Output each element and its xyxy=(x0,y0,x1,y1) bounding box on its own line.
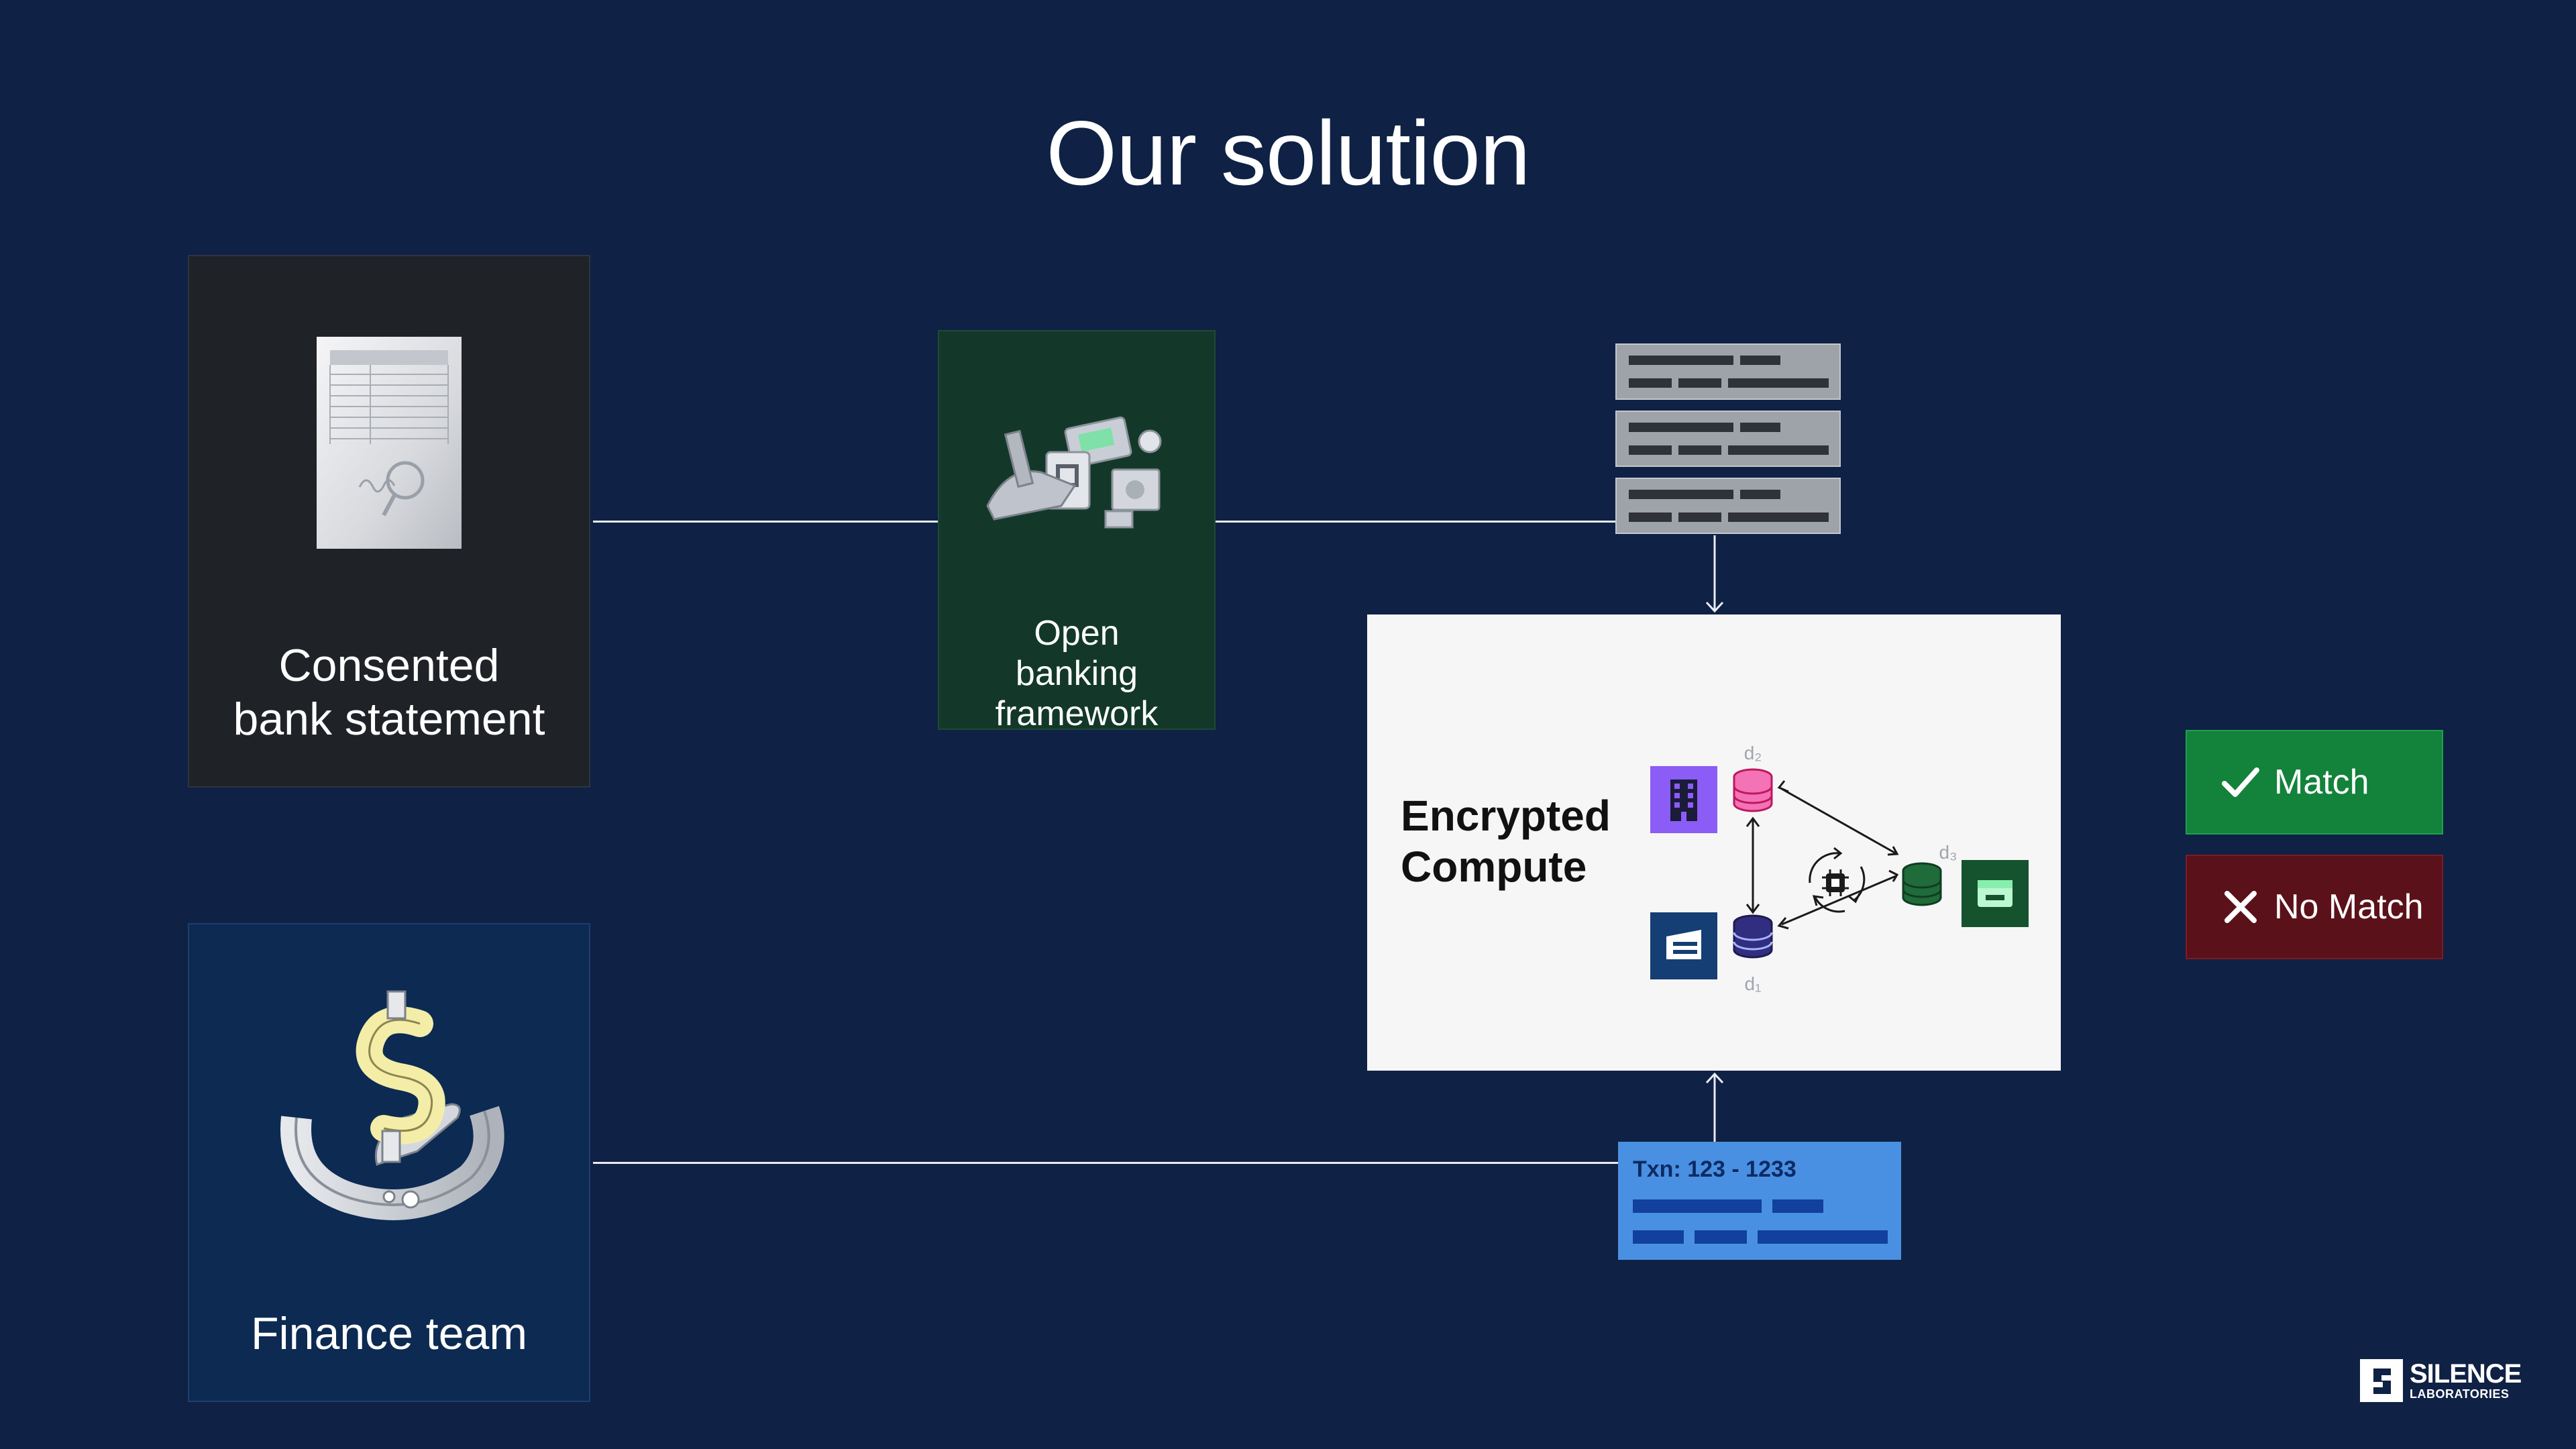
store-icon xyxy=(1962,860,2029,927)
connector-bottom xyxy=(593,1162,1618,1164)
node-d2-label: d₂ xyxy=(1744,743,1762,763)
database-d3-icon xyxy=(1902,862,1942,906)
server-block-2 xyxy=(1615,411,1841,467)
open-banking-card: Open banking framework xyxy=(938,330,1216,733)
match-label: Match xyxy=(2274,763,2369,802)
check-icon xyxy=(2222,767,2259,797)
node-d3-label: d₃ xyxy=(1939,842,1957,863)
server-block-3 xyxy=(1615,478,1841,534)
finance-team-card: Finance team xyxy=(188,923,590,1402)
page-title: Our solution xyxy=(1046,102,1530,204)
transaction-card: Txn: 123 - 1233 xyxy=(1618,1142,1901,1260)
server-block-1 xyxy=(1615,343,1841,400)
document-signature-icon xyxy=(317,337,462,549)
transaction-label: Txn: 123 - 1233 xyxy=(1633,1157,1796,1182)
building-icon xyxy=(1650,766,1717,833)
logo-name: SILENCE xyxy=(2410,1359,2522,1389)
arrow-txn-to-compute xyxy=(1705,1072,1724,1143)
database-d1-icon xyxy=(1733,914,1773,959)
database-d2-icon xyxy=(1733,768,1773,812)
processor-cycle-icon xyxy=(1809,847,1866,913)
arrow-server-to-compute xyxy=(1705,535,1724,613)
logo-mark-icon xyxy=(2360,1359,2403,1402)
node-d1-label: d₁ xyxy=(1744,973,1761,994)
compute-network-diagram: d₂ d₃ d₁ xyxy=(1650,743,2029,994)
open-banking-label: Open banking framework xyxy=(995,614,1159,733)
encrypted-compute-box: Encrypted Compute d₂ d₃ xyxy=(1367,614,2061,1071)
silence-laboratories-logo: SILENCE LABORATORIES xyxy=(2360,1359,2522,1402)
node-arrows xyxy=(1746,780,1899,930)
close-icon xyxy=(2224,891,2257,923)
finance-team-label: Finance team xyxy=(251,1308,527,1359)
no-match-badge: No Match xyxy=(2186,855,2443,959)
no-match-label: No Match xyxy=(2274,888,2424,926)
match-badge: Match xyxy=(2186,730,2443,835)
dollar-hand-icon xyxy=(280,990,504,1220)
payment-methods-icon xyxy=(986,416,1162,529)
bank-statement-label: Consented bank statement xyxy=(233,640,545,745)
logo-sub: LABORATORIES xyxy=(2410,1387,2510,1401)
bank-statement-card: Consented bank statement xyxy=(188,255,590,788)
warehouse-icon xyxy=(1650,912,1717,979)
encrypted-compute-title: Encrypted Compute xyxy=(1401,792,1611,891)
